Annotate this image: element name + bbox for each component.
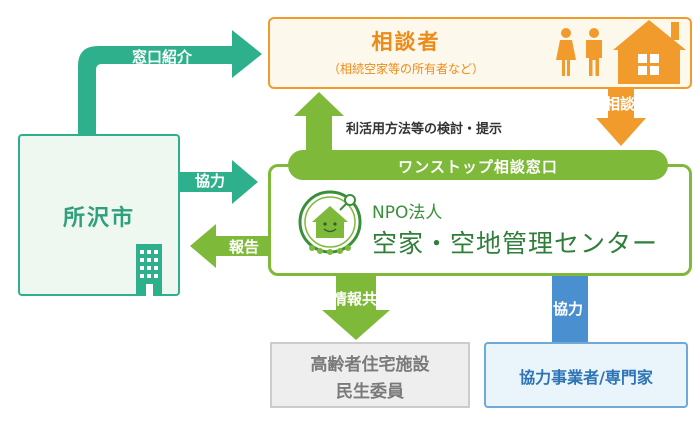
welfare-line2: 民生委員 <box>336 382 404 402</box>
report-arrow <box>190 224 268 268</box>
center-name: 空家・空地管理センター <box>372 229 659 258</box>
partners-label: 協力事業者/専門家 <box>519 368 653 387</box>
consultant-subtitle: （相続空家等の所有者など） <box>327 62 484 76</box>
one-stop-label: ワンストップ相談窓口 <box>398 158 558 176</box>
welfare-line1: 高齢者住宅施設 <box>310 355 430 375</box>
one-stop-bar <box>288 150 668 180</box>
info-sharing-label: 情報共有 <box>331 290 392 308</box>
referral-label: 窓口紹介 <box>131 48 192 66</box>
referral-arrow <box>78 30 262 134</box>
consider-label: 利活用方法等の検討・提示 <box>346 122 503 137</box>
cooperation-partners-connector <box>552 276 588 342</box>
cooperation-partners-label: 協力 <box>552 300 583 318</box>
consider-arrow <box>294 92 344 150</box>
consultation-arrow <box>596 89 646 146</box>
info-sharing-arrow <box>322 276 390 340</box>
cooperation-city-arrow <box>180 160 258 204</box>
consultation-label: 相談 <box>604 95 635 113</box>
cooperation-city-label: 協力 <box>194 172 225 190</box>
npo-label: NPO法人 <box>372 203 443 223</box>
partners-box <box>484 342 688 408</box>
city-label: 所沢市 <box>62 206 135 231</box>
welfare-box <box>270 342 470 408</box>
report-label: 報告 <box>228 238 259 256</box>
consultant-title: 相談者 <box>371 30 441 54</box>
